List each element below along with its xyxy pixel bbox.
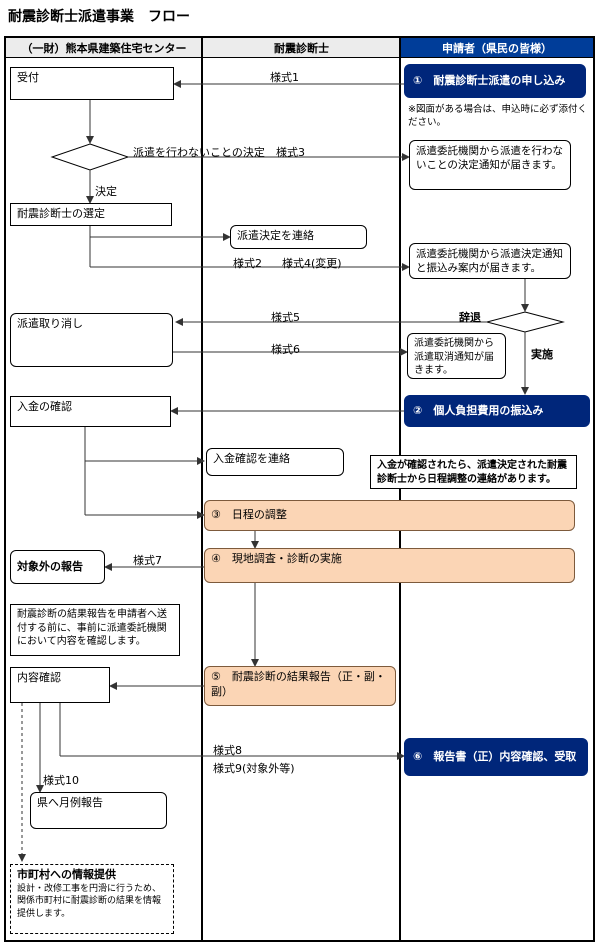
out-of-scope-report-box: 対象外の報告: [10, 550, 105, 584]
cancel-dispatch-box: 派遣取り消し: [10, 313, 173, 367]
form-8-label: 様式8: [213, 744, 242, 757]
form-9-label: 様式9(対象外等): [213, 762, 295, 775]
inspector-selection-box: 耐震診断士の選定: [10, 203, 172, 226]
city-info-box: 市町村への情報提供 設計・改修工事を円滑に行うため、関係市町村に耐震診断の結果を…: [10, 864, 174, 934]
form-10-label: 様式10: [43, 774, 79, 787]
column-divider-1: [201, 38, 203, 940]
step3-schedule-box: ③ 日程の調整: [204, 500, 575, 531]
flow-frame: [4, 36, 595, 942]
form-6-label: 様式6: [271, 343, 300, 356]
notify-payment-box: 入金確認を連絡: [206, 448, 344, 476]
cancel-notice-box: 派遣委託機関から派遣取消通知が届きます。: [407, 333, 506, 379]
column-header-applicant: 申請者（県民の皆様）: [401, 38, 593, 58]
no-dispatch-decision-label: 派遣を行わないことの決定: [133, 146, 265, 159]
column-divider-2: [399, 38, 401, 940]
reception-box: 受付: [10, 67, 174, 100]
dispatch-notice-box: 派遣委託機関から派遣決定通知と振込み案内が届きます。: [409, 243, 571, 279]
form-1-label: 様式1: [270, 71, 299, 84]
column-header-inspector: 耐震診断士: [203, 38, 400, 58]
implement-label: 実施: [531, 348, 553, 361]
schedule-note-box: 入金が確認されたら、派遣決定された耐震診断士から日程調整の連絡があります。: [370, 455, 577, 489]
payment-check-box: 入金の確認: [10, 396, 171, 427]
step4-survey-box: ④ 現地調査・診断の実施: [204, 548, 575, 583]
form-3-label: 様式3: [276, 146, 305, 159]
step1-application-box: ① 耐震診断士派遣の申し込み: [404, 64, 586, 98]
form-5-label: 様式5: [271, 311, 300, 324]
column-header-center: （一財）熊本県建築住宅センター: [6, 38, 202, 58]
step5-result-report-box: ⑤ 耐震診断の結果報告（正・副・副）: [204, 666, 396, 706]
step6-receipt-box: ⑥ 報告書（正）内容確認、受取: [404, 738, 588, 776]
decided-label: 決定: [95, 185, 117, 198]
page-title: 耐震診断士派遣事業 フロー: [8, 9, 190, 25]
form-7-label: 様式7: [133, 554, 162, 567]
city-info-body: 設計・改修工事を円滑に行うため、関係市町村に耐震診断の結果を情報提供します。: [17, 883, 162, 920]
notify-decision-box: 派遣決定を連絡: [230, 225, 367, 249]
no-dispatch-notice-box: 派遣委託機関から派遣を行わないことの決定通知が届きます。: [409, 140, 571, 190]
step2-payment-box: ② 個人負担費用の振込み: [404, 395, 590, 427]
form-4-label: 様式4(変更): [282, 257, 342, 270]
decision-diamond-2: [485, 311, 565, 333]
review-note-box: 耐震診断の結果報告を申請者へ送付する前に、事前に派遣委託機関において内容を確認し…: [10, 604, 180, 656]
content-check-box: 内容確認: [10, 667, 110, 703]
decision-diamond-1: [50, 143, 130, 171]
withdraw-label: 辞退: [459, 311, 481, 324]
form-2-label: 様式2: [233, 257, 262, 270]
city-info-title: 市町村への情報提供: [17, 868, 116, 881]
drawing-note: ※図面がある場合は、申込時に必ず添付ください。: [408, 104, 587, 128]
monthly-report-box: 県へ月例報告: [30, 792, 167, 829]
